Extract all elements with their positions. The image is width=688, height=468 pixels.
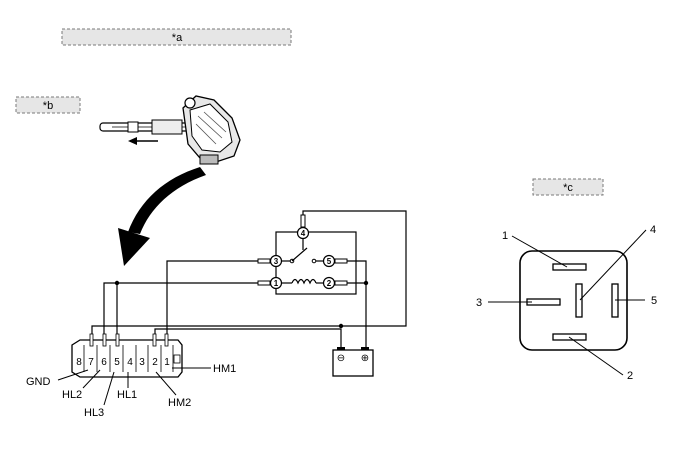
relay-pinout: 1 3 4 5 2 <box>476 224 657 382</box>
relay-terminal-2-label: 2 <box>327 279 332 288</box>
relay-switch-contacts <box>281 239 323 264</box>
relay-coil <box>281 278 323 285</box>
relay-terminal-5-label: 5 <box>327 257 332 266</box>
headlight-motor-connector: 8 7 6 5 4 3 2 1 <box>71 333 183 378</box>
connector-pin-6: 6 <box>101 357 107 368</box>
label-hl3: HL3 <box>84 407 104 419</box>
relay-terminal-1: 1 <box>269 276 283 290</box>
connector-pin-5: 5 <box>114 357 120 368</box>
curved-arrow-icon <box>118 167 206 266</box>
label-hl1: HL1 <box>117 389 137 401</box>
relay-terminal-1-label: 1 <box>274 279 279 288</box>
tag-c-label: *c <box>563 182 573 194</box>
tag-b-label: *b <box>43 100 53 112</box>
relay-terminal-3-label: 3 <box>274 257 279 266</box>
label-hl2: HL2 <box>62 389 82 401</box>
connector-pin-8: 8 <box>76 357 82 368</box>
connector-pin-2: 2 <box>152 357 158 368</box>
tag-a: *a <box>61 28 292 46</box>
relay-pin-1-blade <box>552 263 587 271</box>
headlight-leveling-motor-illustration <box>99 95 241 165</box>
relay-pin-3-label: 3 <box>476 297 482 309</box>
battery-positive-terminal: ⊕ <box>361 353 369 364</box>
relay-terminal-5: 5 <box>322 254 336 268</box>
relay-pin-5-label: 5 <box>651 295 657 307</box>
label-hm2: HM2 <box>168 397 191 409</box>
relay-pin-4-label: 4 <box>650 224 656 236</box>
battery-negative-terminal: ⊖ <box>337 353 345 364</box>
relay-terminal-4-label: 4 <box>301 229 306 238</box>
tag-a-label: *a <box>172 32 183 44</box>
relay-pin-1-label: 1 <box>502 230 508 242</box>
relay-pin-4-blade <box>575 283 583 318</box>
connector-pin-4: 4 <box>127 357 133 368</box>
relay-pin-2-label: 2 <box>627 370 633 382</box>
tag-b: *b <box>15 96 81 114</box>
connector-pin-7: 7 <box>88 357 94 368</box>
label-gnd: GND <box>26 376 51 388</box>
relay-terminal-2: 2 <box>322 276 336 290</box>
relay-schematic: 4 3 5 1 2 <box>257 214 357 295</box>
connector-pin-3: 3 <box>139 357 145 368</box>
connector-pin-1: 1 <box>164 357 170 368</box>
connector-leader-lines <box>57 367 211 406</box>
relay-terminal-4: 4 <box>296 226 310 240</box>
label-hm1: HM1 <box>213 363 236 375</box>
battery: ⊖ ⊕ <box>332 347 374 377</box>
relay-terminal-3: 3 <box>269 254 283 268</box>
tag-c: *c <box>532 178 604 196</box>
